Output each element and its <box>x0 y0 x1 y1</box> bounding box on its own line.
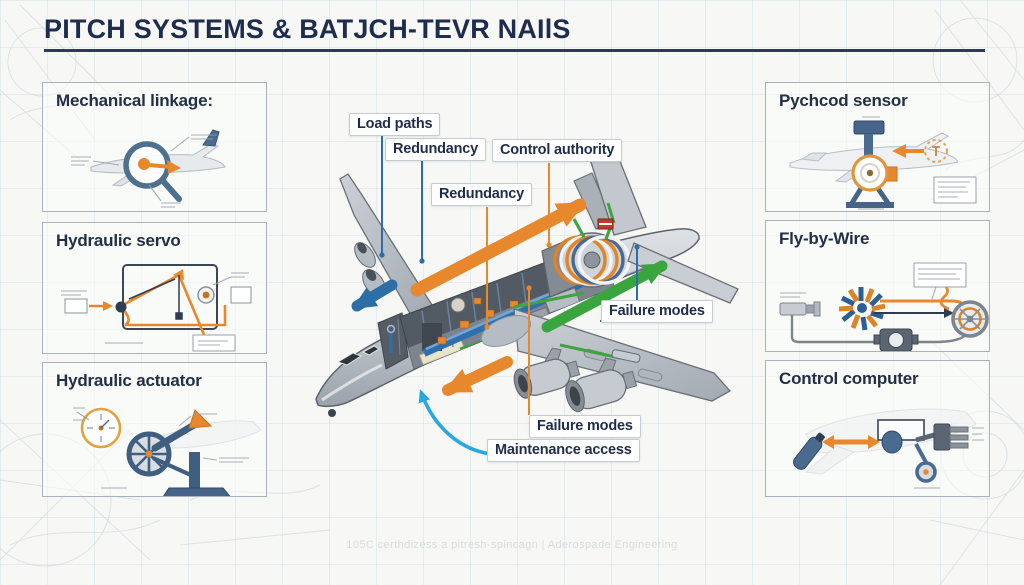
panel-title: Mechanical linkage: <box>56 91 213 110</box>
callout-redundancy-top: Redundancy <box>385 138 487 161</box>
load-path-arrow-green <box>541 260 668 333</box>
cockpit-windows <box>336 345 380 366</box>
aircraft-cutaway-illustration <box>315 135 739 457</box>
cable-drum <box>553 218 631 288</box>
wire-left <box>790 315 878 344</box>
callout-redundancy-mid: Redundancy <box>431 183 533 206</box>
panel-control-computer: Control computer <box>765 360 990 497</box>
arrowhead <box>173 269 184 280</box>
nose-highlight <box>321 363 383 402</box>
spacer <box>924 345 968 349</box>
near-tailplane <box>627 242 739 304</box>
linkage-lines <box>128 275 183 320</box>
tiny-annotations <box>71 134 217 208</box>
panel-title: Hydraulic servo <box>56 231 181 250</box>
side-box <box>230 286 252 304</box>
pivot-node <box>115 301 127 313</box>
callout-failure-modes-right: Failure modes <box>601 300 713 323</box>
tiny-annotations <box>61 272 249 344</box>
near-engine-1 <box>513 347 581 399</box>
tiny-annotations <box>780 292 806 298</box>
hydraulic-actuator-diagram <box>73 407 262 496</box>
double-arrow-icon <box>822 435 880 449</box>
wing-root-fairing <box>480 315 532 347</box>
jackscrew <box>611 349 641 363</box>
cockpit-cutaway <box>377 312 409 370</box>
near-wing <box>480 308 732 402</box>
signal-fan-icon <box>838 287 886 331</box>
arrowhead <box>944 308 954 318</box>
callout-control-authority: Control authority <box>492 139 623 162</box>
valve-dot <box>202 291 210 299</box>
servo-frame <box>122 264 218 330</box>
note-box <box>933 176 977 204</box>
note-box <box>192 334 236 352</box>
panel-hydraulic-servo: Hydraulic servo <box>42 222 267 354</box>
wing-actuator-green <box>559 343 621 360</box>
sidestick-device-icon <box>779 301 821 317</box>
panel-title: Control computer <box>779 369 919 388</box>
tiny-annotations <box>73 407 249 489</box>
pychcod-sensor-diagram <box>789 116 977 210</box>
callout-maintenance-access: Maintenance access <box>487 439 640 462</box>
actuator-wheel-icon <box>951 300 989 338</box>
panel-pychcod-sensor: Pychcod sensor <box>765 82 990 212</box>
tiny-annotations <box>858 116 970 210</box>
flywheel-mechanism-icon <box>126 409 231 496</box>
page-title: PITCH SYSTEMS & BATJCH-TEVR NAIlS <box>44 14 571 44</box>
footer-caption: 105C certhdizess a pitresh-spincagn | Ad… <box>346 539 678 551</box>
callout-load-paths: Load paths <box>349 113 441 136</box>
computer-mechanism-icon <box>877 419 969 483</box>
panel-mechanical-linkage: Mechanical linkage: <box>42 82 267 212</box>
load-path-arrow-orange-up <box>410 198 587 297</box>
panel-hydraulic-actuator: Hydraulic actuator <box>42 362 267 497</box>
gauge-icon <box>80 407 122 449</box>
panel-title: Hydraulic actuator <box>56 371 202 390</box>
fly-by-wire-diagram <box>779 262 989 351</box>
near-engine-2 <box>565 357 638 413</box>
panel-title: Fly-by-Wire <box>779 229 870 248</box>
tiny-annotations <box>914 427 984 489</box>
magnifier-icon <box>123 141 182 202</box>
pulley <box>450 297 466 313</box>
control-lever-icon <box>793 432 825 470</box>
nose-gear <box>328 409 336 417</box>
mechanical-linkage-diagram <box>71 129 226 208</box>
arrowhead <box>103 301 113 311</box>
input-box <box>64 298 88 314</box>
orange-signal-line <box>880 299 968 308</box>
pointer-arrow-icon <box>892 139 948 163</box>
load-path-arrow-blue <box>351 279 398 312</box>
callout-failure-modes-bottom: Failure modes <box>529 415 641 438</box>
load-path-arrow-orange-down <box>442 356 513 396</box>
control-computer-diagram <box>793 408 984 489</box>
hydraulic-servo-diagram <box>61 264 252 352</box>
sensor-gauge-icon <box>851 154 898 192</box>
panel-title: Pychcod sensor <box>779 91 908 110</box>
flap-fairing <box>637 368 663 382</box>
title-underline <box>44 49 985 52</box>
drum-green-lever <box>572 218 586 238</box>
controller-box-icon <box>873 328 919 351</box>
note-box <box>913 262 967 288</box>
wire-right <box>912 332 969 344</box>
panel-fly-by-wire: Fly-by-Wire <box>765 220 990 352</box>
